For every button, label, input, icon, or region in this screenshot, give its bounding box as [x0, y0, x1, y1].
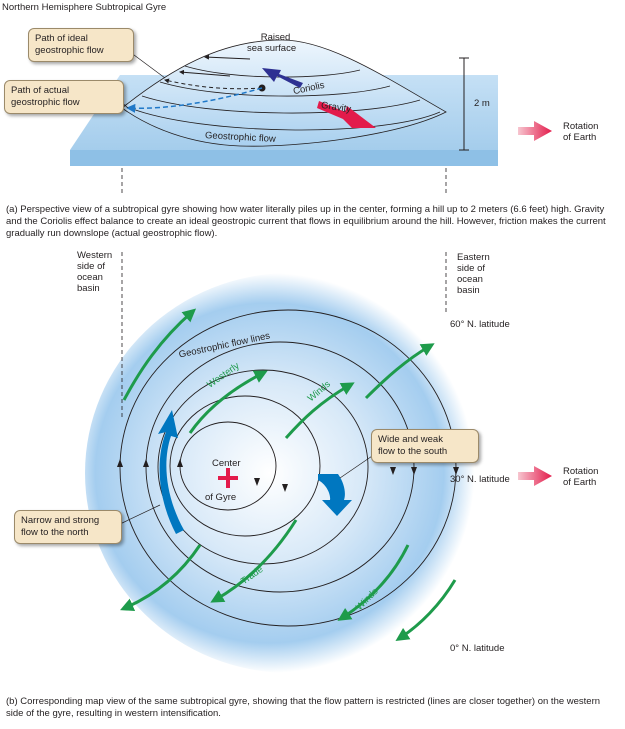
callout-narrow-strong: Narrow and strong flow to the north [14, 510, 122, 544]
wind-arrow [395, 579, 457, 641]
caption-b: (b) Corresponding map view of the same s… [6, 696, 601, 719]
eastern-boundary-current [318, 474, 352, 516]
flow-direction-arrowhead [117, 459, 123, 467]
gyre-center-marker [218, 468, 238, 488]
callout-weak-line2: flow to the south [378, 446, 448, 457]
wind-arrow [337, 544, 410, 621]
coriolis-arrow [262, 68, 303, 88]
flow-direction-arrowhead [254, 478, 260, 486]
rotation-label-a: Rotation of Earth [563, 121, 598, 143]
gravity-arrow [317, 101, 376, 128]
eastern-line3: ocean [457, 274, 483, 285]
map-view [85, 252, 552, 673]
flow-direction-arrowhead [390, 467, 396, 475]
callout-weak-line1: Wide and weak [378, 434, 443, 445]
geostrophic-flow-line [169, 395, 321, 537]
flow-arrow [204, 54, 251, 60]
rotation-arrow-b [518, 466, 552, 486]
flow-direction-arrowhead [143, 459, 149, 467]
wind-arrow [122, 308, 197, 401]
callout-ideal-line1: Path of ideal [35, 33, 88, 44]
perspective-view [70, 39, 552, 196]
flow-direction-arrowhead [411, 467, 417, 475]
western-line1: Western [77, 250, 113, 261]
eastern-line2: side of [457, 263, 485, 274]
raised-sea-surface-label: Raised sea surface [247, 32, 296, 54]
rotation-line1: Rotation [563, 121, 599, 132]
rotation-b-line2: of Earth [563, 477, 597, 488]
flow-arrow [179, 69, 231, 77]
callout-actual-path: Path of actual geostrophic flow [4, 80, 124, 114]
wind-arrow [284, 382, 355, 439]
height-label: 2 m [474, 98, 490, 109]
flow-direction-arrowhead [282, 484, 288, 492]
rotation-line2: of Earth [563, 132, 597, 143]
western-side-label: Western side of ocean basin [77, 250, 112, 294]
callout-pointer [119, 504, 161, 525]
actual-path-line [126, 87, 263, 113]
western-line4: basin [77, 283, 100, 294]
flow-direction-arrowhead [453, 467, 459, 475]
wind-arrow [188, 370, 268, 434]
hill-contour [159, 81, 391, 97]
hill-contour [129, 107, 441, 131]
latitude-60-label: 60° N. latitude [450, 319, 510, 330]
rotation-b-line1: Rotation [563, 466, 599, 477]
center-line1: Center [212, 458, 241, 469]
callout-pointer [129, 51, 166, 79]
western-line2: side of [77, 261, 105, 272]
gyre-center-label-2: of Gyre [205, 492, 237, 503]
callout-strong-line2: flow to the north [21, 527, 89, 538]
rotation-label-b: Rotation of Earth [563, 466, 598, 488]
wind-arrow [120, 544, 202, 611]
eastern-line1: Eastern [457, 252, 490, 263]
wind-arrow [364, 343, 435, 400]
latitude-0-label: 0° N. latitude [450, 643, 505, 654]
latitude-30-label: 30° N. latitude [450, 474, 510, 485]
callout-ideal-path: Path of ideal geostrophic flow [28, 28, 134, 62]
eastern-line4: basin [457, 285, 480, 296]
callout-strong-line1: Narrow and strong [21, 515, 100, 526]
eastern-side-label: Eastern side of ocean basin [457, 252, 490, 296]
hill-contour [141, 95, 421, 114]
raised-label-line1: Raised [260, 32, 291, 43]
figure-title: Northern Hemisphere Subtropical Gyre [2, 2, 167, 13]
sea-surface-front [70, 150, 498, 166]
callout-actual-line1: Path of actual [11, 85, 70, 96]
wind-arrow [210, 519, 298, 603]
western-line3: ocean [77, 272, 103, 283]
callout-actual-line2: geostrophic flow [11, 97, 80, 108]
callout-wide-weak: Wide and weak flow to the south [371, 429, 479, 463]
ideal-path-line [164, 78, 263, 90]
raised-sea-surface-hill [121, 39, 447, 147]
gyre-center-label: Center [208, 458, 241, 469]
raised-label-line2: sea surface [247, 43, 297, 54]
caption-a: (a) Perspective view of a subtropical gy… [6, 204, 606, 239]
rotation-arrow-a [518, 121, 552, 141]
western-boundary-current [158, 410, 184, 534]
flow-direction-arrowhead [177, 459, 183, 467]
callout-ideal-line2: geostrophic flow [35, 45, 104, 56]
